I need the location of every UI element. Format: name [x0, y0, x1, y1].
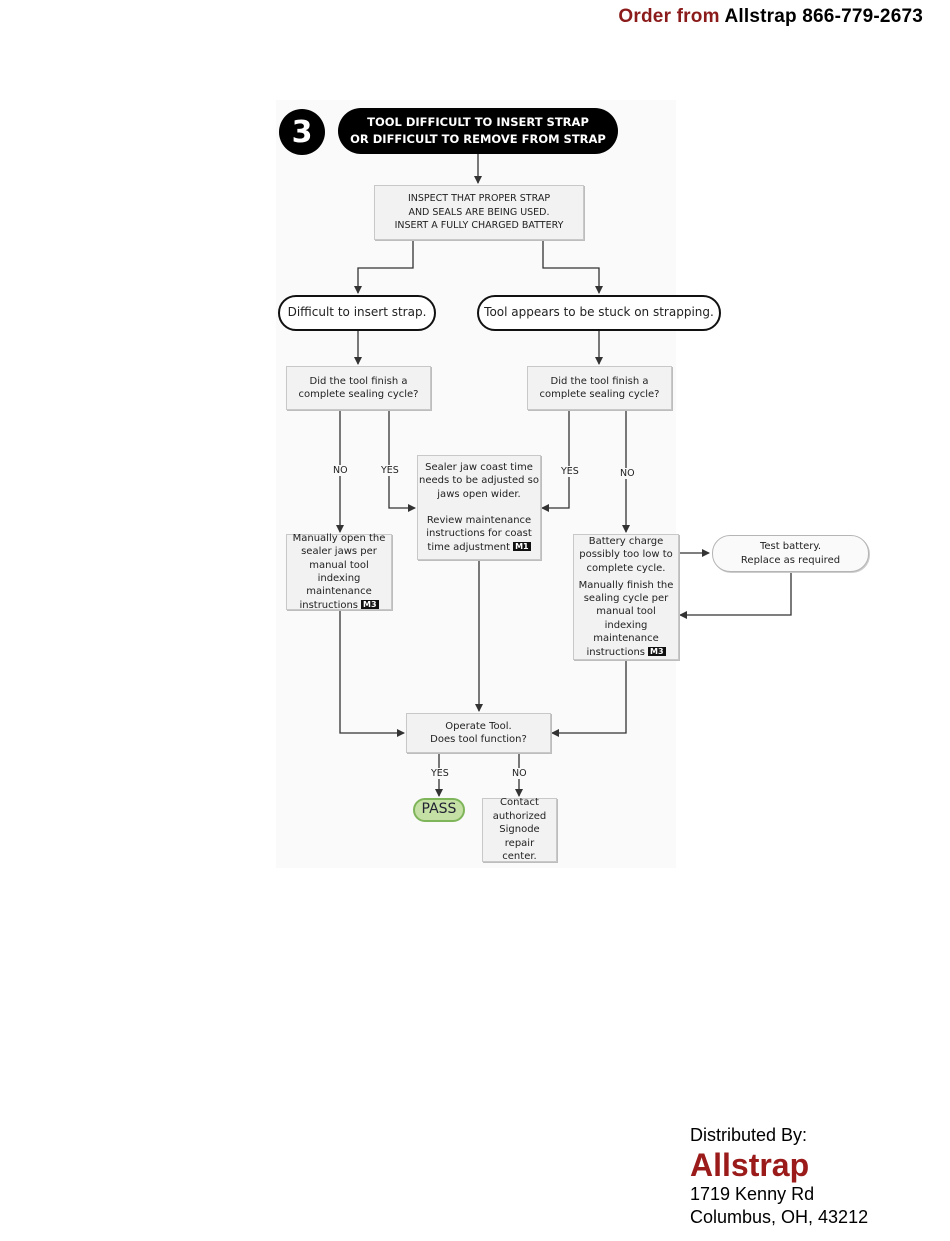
manual-open-box: Manually open the sealer jaws per manual…: [286, 532, 392, 611]
question-right-line-2: complete sealing cycle?: [539, 389, 660, 400]
contact-line-3: Signode repair: [499, 824, 540, 849]
order-from-text: Order from: [618, 6, 720, 27]
title-pill: TOOL DIFFICULT TO INSERT STRAP OR DIFFIC…: [338, 108, 618, 154]
branch-difficult-insert: Difficult to insert strap.: [278, 295, 436, 331]
manual-open-line-2: sealer jaws per: [301, 546, 377, 558]
inspect-box: INSPECT THAT PROPER STRAP AND SEALS ARE …: [374, 185, 584, 240]
arrow-battery-to-operate: [551, 660, 627, 737]
operate-line-1: Operate Tool.: [445, 720, 512, 732]
label-no-right: NO: [619, 468, 636, 479]
contact-repair-box: Contact authorized Signode repair center…: [482, 797, 557, 863]
question-left-line-2: complete sealing cycle?: [298, 389, 419, 400]
branch-left-label: Difficult to insert strap.: [287, 305, 427, 320]
question-left-box: Did the tool finish a complete sealing c…: [286, 366, 431, 410]
label-no-bottom: NO: [511, 768, 528, 779]
distributed-by-text: Distributed By:: [690, 1125, 808, 1145]
inspect-line-2: AND SEALS ARE BEING USED.: [408, 206, 550, 218]
pass-label: PASS: [421, 801, 457, 818]
battery-line-3: complete cycle.: [586, 562, 666, 574]
arrow-yes-left: [388, 410, 416, 512]
address-line-2: Columbus, OH, 43212: [690, 1207, 869, 1227]
manual-open-line-4: maintenance: [306, 586, 372, 598]
arrow-yes-right: [541, 410, 570, 512]
step-number-badge: 3: [279, 109, 325, 155]
title-line-1: TOOL DIFFICULT TO INSERT STRAP: [367, 115, 589, 129]
label-yes-left: YES: [380, 465, 400, 476]
battery-box: Battery charge possibly too low to compl…: [573, 534, 679, 660]
branch-right-label: Tool appears to be stuck on strapping.: [484, 305, 714, 320]
contact-line-4: center.: [502, 851, 537, 863]
sealer-jaw-line-3: jaws open wider.: [437, 488, 521, 500]
question-right-line-1: Did the tool finish a: [550, 375, 649, 387]
title-line-2: OR DIFFICULT TO REMOVE FROM STRAP: [350, 132, 606, 146]
operate-line-2: Does tool function?: [430, 734, 527, 745]
order-header: Order from Allstrap 866-779-2673: [618, 6, 923, 28]
finish-line-3: manual tool indexing: [596, 606, 656, 631]
question-right-box: Did the tool finish a complete sealing c…: [527, 366, 672, 410]
finish-line-5: instructions: [586, 646, 646, 658]
review-line-3: time adjustment: [427, 541, 511, 553]
manual-m3-badge-right: M3: [648, 647, 666, 657]
arrow-inspect-to-right: [542, 240, 603, 294]
arrow-inspect-to-left: [354, 240, 414, 294]
manual-m3-badge: M3: [361, 600, 379, 610]
sealer-jaw-box: Sealer jaw coast time needs to be adjust…: [417, 455, 541, 560]
pass-badge: PASS: [413, 798, 465, 822]
contact-line-2: authorized: [492, 810, 547, 822]
manual-open-line-5: instructions: [299, 599, 359, 611]
finish-line-2: sealing cycle per: [583, 592, 669, 604]
address-line-1: 1719 Kenny Rd: [690, 1184, 815, 1204]
finish-line-4: maintenance: [593, 633, 659, 645]
arrow-manual-to-operate: [339, 610, 405, 737]
branch-stuck-on-strapping: Tool appears to be stuck on strapping.: [477, 295, 721, 331]
test-battery-line-2: Replace as required: [740, 554, 841, 566]
label-yes-right: YES: [560, 466, 580, 477]
sealer-jaw-line-1: Sealer jaw coast time: [425, 461, 533, 473]
label-no-left: NO: [332, 465, 349, 476]
contact-line-1: Contact: [500, 797, 539, 809]
question-left-line-1: Did the tool finish a: [309, 375, 408, 387]
company-phone-text: Allstrap 866-779-2673: [724, 6, 923, 27]
distributor-brand: Allstrap: [690, 1147, 810, 1183]
test-battery-pill: Test battery. Replace as required: [712, 535, 869, 572]
test-battery-line-1: Test battery.: [759, 541, 822, 553]
distributor-footer: Distributed By: Allstrap 1719 Kenny Rd C…: [690, 1124, 868, 1229]
battery-line-1: Battery charge: [588, 536, 664, 547]
label-yes-bottom: YES: [430, 768, 450, 779]
inspect-line-3: INSERT A FULLY CHARGED BATTERY: [394, 220, 564, 232]
review-line-1: Review maintenance: [426, 515, 532, 526]
finish-line-1: Manually finish the: [578, 579, 674, 591]
battery-line-2: possibly too low to: [579, 549, 673, 561]
manual-m1-badge: M1: [513, 542, 531, 552]
review-line-2: instructions for coast: [426, 528, 532, 540]
sealer-jaw-line-2: needs to be adjusted so: [418, 475, 539, 487]
manual-open-line-1: Manually open the: [292, 532, 386, 544]
operate-tool-box: Operate Tool. Does tool function?: [406, 713, 551, 753]
arrow-test-to-battery: [679, 572, 792, 619]
inspect-line-1: INSPECT THAT PROPER STRAP: [407, 193, 551, 205]
manual-open-line-3: manual tool indexing: [309, 559, 369, 584]
